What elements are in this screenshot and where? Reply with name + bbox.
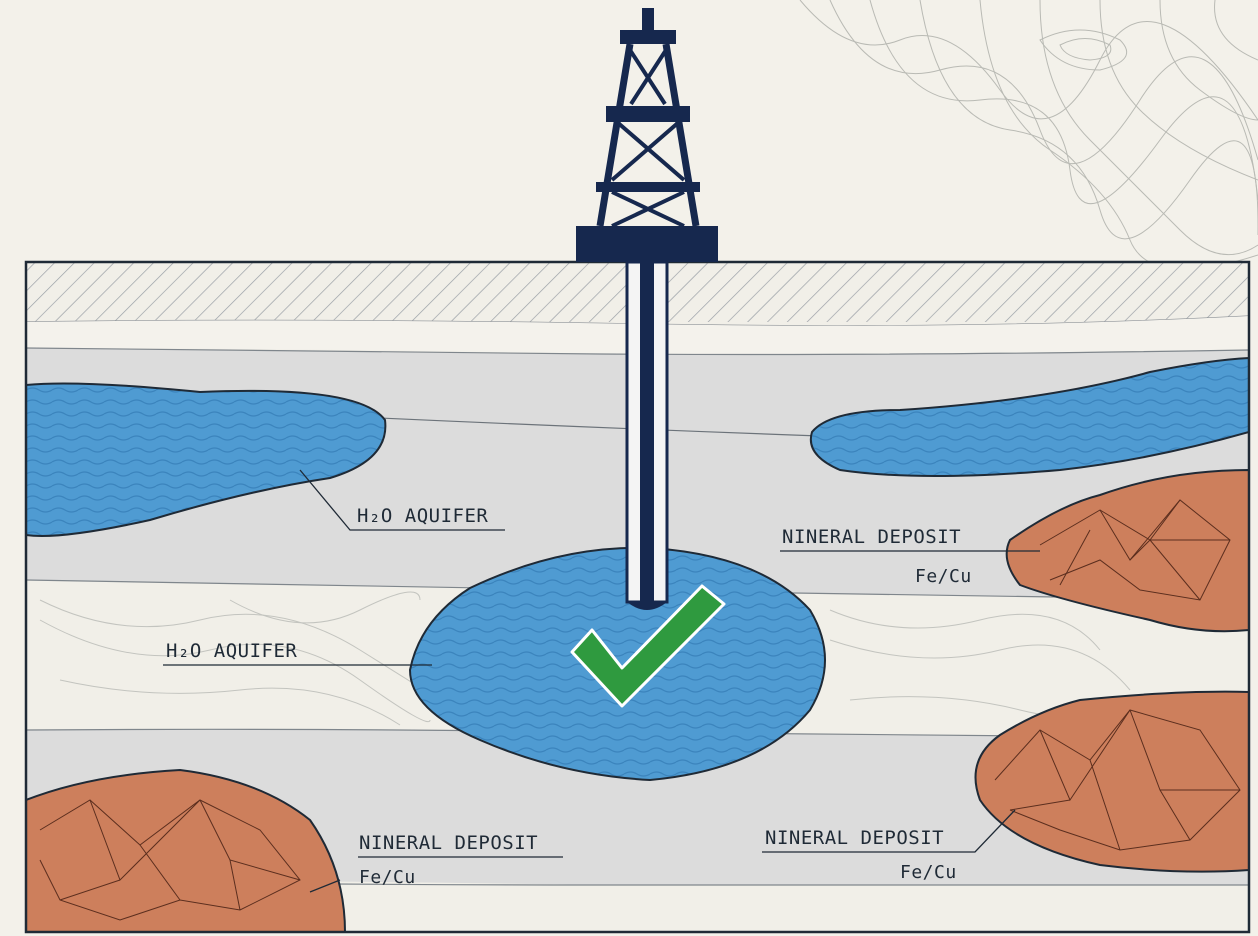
mineral-deposit-left-lower-label: NINERAL DEPOSIT [359, 832, 539, 854]
aquifer-upper-label: H₂O AQUIFER [357, 505, 489, 527]
topographic-contours [799, 0, 1258, 270]
rock-stratum-lower [26, 729, 1249, 888]
mineral-deposit-right-upper-sublabel: Fe/Cu [915, 566, 972, 587]
mineral-deposit-left-lower-sublabel: Fe/Cu [359, 867, 416, 888]
aquifer-upper-right [809, 356, 1249, 477]
mineral-deposit-right-upper-label: NINERAL DEPOSIT [782, 526, 962, 548]
mineral-deposit-right-upper [1005, 468, 1249, 633]
mineral-deposit-right-lower-sublabel: Fe/Cu [900, 862, 957, 883]
label-leader-lines [163, 469, 1040, 893]
mineral-deposit-left-lower [26, 768, 347, 932]
aquifer-middle-label: H₂O AQUIFER [166, 640, 298, 662]
mineral-deposit-right-lower [974, 690, 1249, 873]
aquifer-upper-left [26, 382, 387, 537]
mineral-deposit-right-lower-label: NINERAL DEPOSIT [765, 827, 945, 849]
checkmark-icon [570, 584, 726, 708]
drilling-rig-icon [576, 8, 718, 610]
